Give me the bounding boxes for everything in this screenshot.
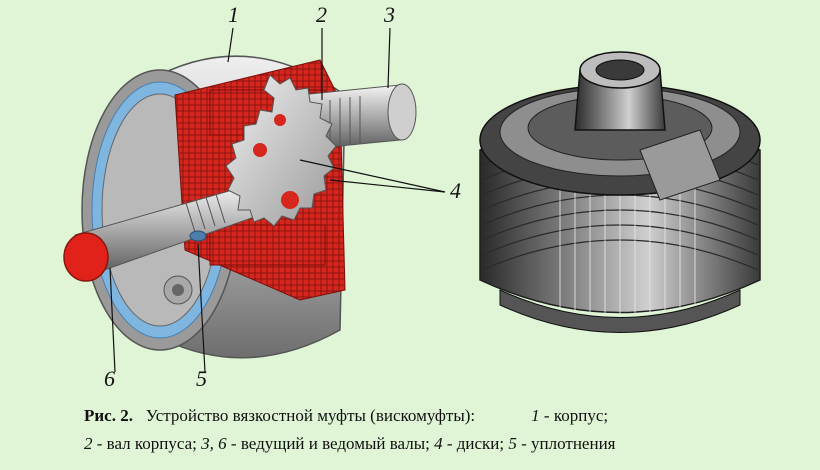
callout-1: 1	[228, 2, 239, 27]
callout-4: 4	[450, 178, 461, 203]
caption-title: Устройство вязкостной муфты (вискомуфты)…	[145, 406, 476, 425]
figure-caption: Рис. 2. Устройство вязкостной муфты (вис…	[84, 402, 744, 458]
caption-text-3-6: - ведущий и ведомый валы;	[226, 434, 435, 453]
figure-ref: Рис. 2.	[84, 406, 133, 425]
callout-2: 2	[316, 2, 327, 27]
shaft-6-end	[63, 232, 109, 282]
caption-num-3-6: 3, 6	[201, 434, 227, 453]
caption-text-4: - диски;	[442, 434, 509, 453]
caption-line-1: Рис. 2. Устройство вязкостной муфты (вис…	[84, 402, 744, 430]
seal-5	[189, 230, 207, 242]
viscous-coupling-drawings	[63, 27, 761, 373]
callout-3: 3	[384, 2, 395, 27]
figure-illustration: 1 2 3 4 6 5	[63, 2, 761, 391]
cutaway-coupling	[63, 27, 446, 373]
caption-num-5: 5	[508, 434, 517, 453]
caption-num-2: 2	[84, 434, 93, 453]
caption-text-2: - вал корпуса;	[92, 434, 202, 453]
caption-num-4: 4	[434, 434, 443, 453]
caption-text-1: - корпус;	[539, 406, 609, 425]
disk-4	[225, 74, 337, 227]
caption-line-2: 2 - вал корпуса; 3, 6 - ведущий и ведомы…	[84, 430, 744, 458]
callout-6: 6	[104, 366, 115, 391]
callout-5: 5	[196, 366, 207, 391]
caption-text-5: - уплотнения	[516, 434, 616, 453]
leader-lines	[109, 27, 446, 373]
caption-num-1: 1	[531, 406, 540, 425]
coupling-render	[479, 51, 761, 333]
